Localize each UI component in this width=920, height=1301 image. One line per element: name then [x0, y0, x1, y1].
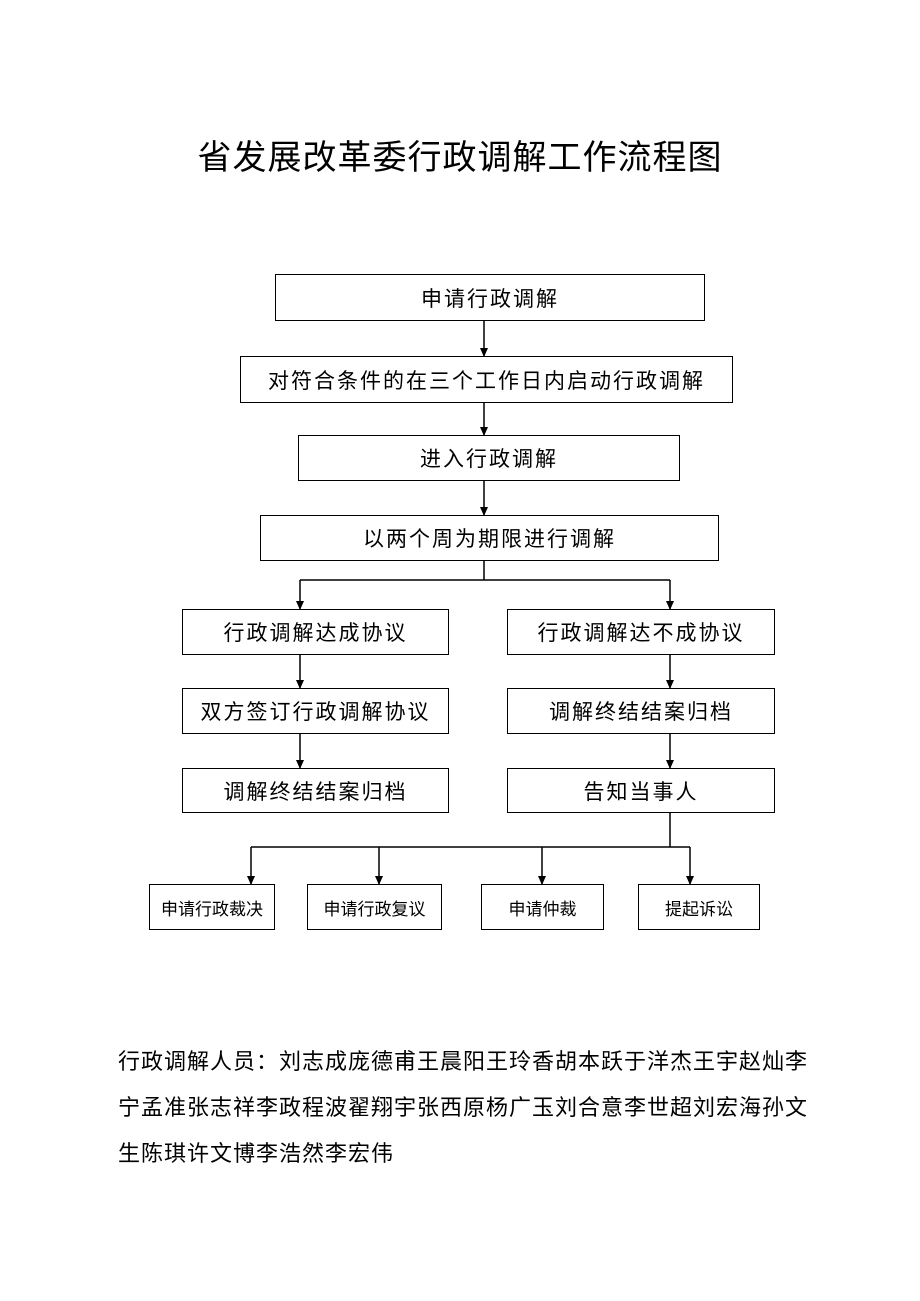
node-arbitration: 申请仲裁 — [481, 884, 604, 930]
node-apply: 申请行政调解 — [275, 274, 705, 321]
node-two-week-period: 以两个周为期限进行调解 — [260, 515, 719, 561]
node-agreement-not-reached: 行政调解达不成协议 — [507, 609, 775, 655]
staff-list: 行政调解人员：刘志成庞德甫王晨阳王玲香胡本跃于洋杰王宇赵灿李宁孟准张志祥李政程波… — [118, 1040, 818, 1178]
staff-label: 行政调解人员： — [118, 1050, 280, 1075]
page-title: 省发展改革委行政调解工作流程图 — [197, 138, 723, 178]
node-sign-agreement: 双方签订行政调解协议 — [182, 688, 449, 734]
node-notify-parties: 告知当事人 — [507, 768, 775, 813]
node-enter-mediation: 进入行政调解 — [298, 435, 680, 481]
node-administrative-review: 申请行政复议 — [307, 884, 442, 930]
node-archive-right: 调解终结结案归档 — [507, 688, 775, 734]
node-agreement-reached: 行政调解达成协议 — [182, 609, 449, 655]
node-start-mediation: 对符合条件的在三个工作日内启动行政调解 — [240, 356, 733, 403]
node-archive-left: 调解终结结案归档 — [182, 768, 449, 813]
node-administrative-ruling: 申请行政裁决 — [149, 884, 275, 930]
staff-names: 刘志成庞德甫王晨阳王玲香胡本跃于洋杰王宇赵灿李宁孟准张志祥李政程波翟翔宇张西原杨… — [118, 1050, 809, 1167]
node-lawsuit: 提起诉讼 — [638, 884, 760, 930]
